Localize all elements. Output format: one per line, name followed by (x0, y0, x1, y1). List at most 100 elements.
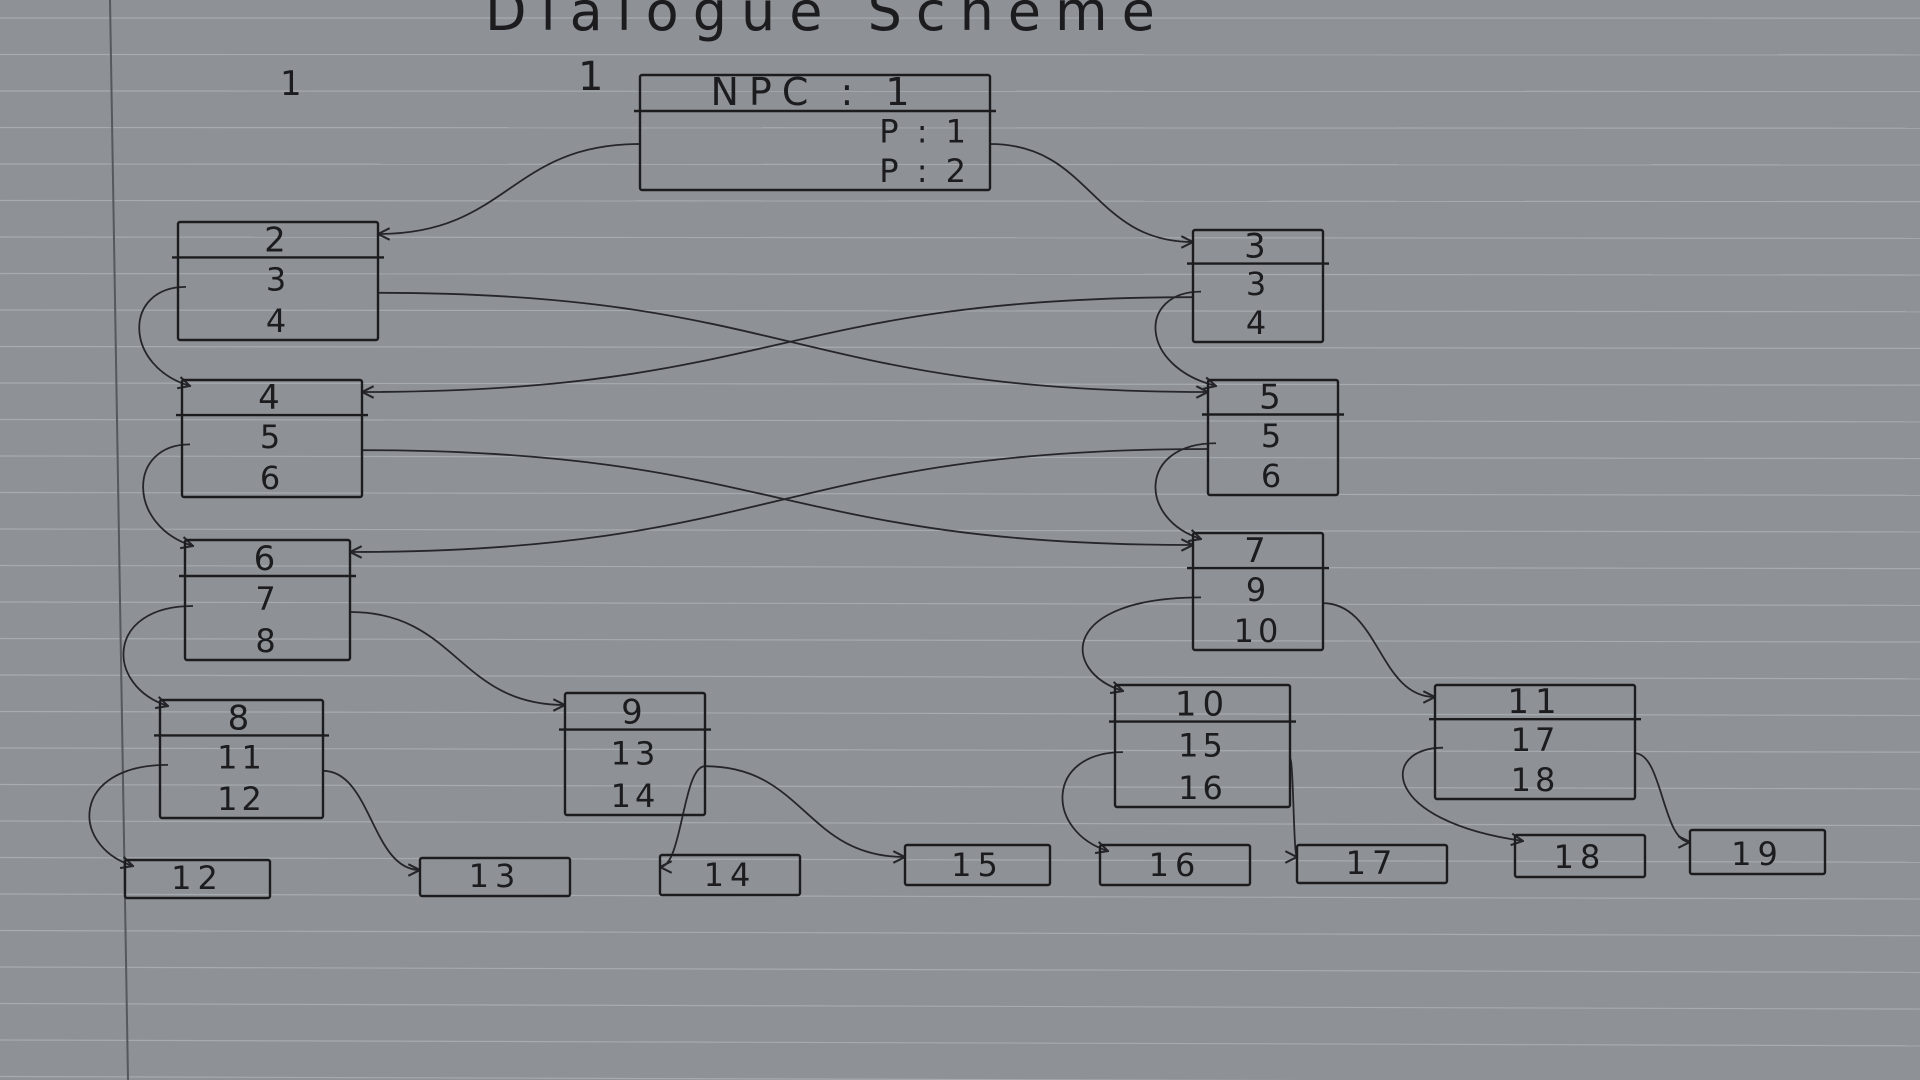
node-box (563, 691, 707, 817)
edge-arrow (989, 143, 1193, 242)
edge-arrow (1401, 746, 1523, 841)
margin-line (109, 0, 129, 1080)
node-option: 4 (266, 302, 290, 340)
node-box (158, 698, 325, 820)
edge-arrow (378, 143, 641, 234)
ruled-lines (0, 17, 1920, 1080)
node-box (1513, 833, 1647, 879)
node-header: 11 (1507, 682, 1562, 722)
dialogue-node: 334 (1187, 227, 1329, 344)
node-header: 2 (264, 220, 292, 260)
dialogue-node: 556 (1202, 378, 1344, 497)
node-option: 5 (1261, 417, 1285, 455)
dialogue-node: 234 (172, 220, 384, 342)
dialogue-nodes: NPC : 1P : 1P : 223433445655667879108111… (123, 70, 1827, 900)
node-header: 8 (228, 698, 256, 738)
edge-arrow (138, 286, 190, 386)
edge-arrow (1154, 290, 1216, 386)
dialogue-node: 678 (179, 538, 356, 662)
node-header: 9 (621, 693, 649, 733)
margin-mark-left: 1 (280, 64, 302, 104)
node-option: 5 (260, 418, 284, 456)
node-header: 10 (1175, 685, 1230, 725)
node-box (1191, 228, 1325, 344)
node-header: 12 (171, 859, 224, 897)
edge-arrow (377, 291, 1208, 392)
edge-arrow (362, 296, 1194, 392)
node-header: 19 (1731, 835, 1784, 873)
leaf-node: 19 (1688, 828, 1827, 876)
edge-arrow (1634, 752, 1690, 842)
edge-arrow (1061, 751, 1124, 851)
node-box (123, 858, 272, 900)
edge-arrow (1154, 442, 1217, 539)
edge-arrow (660, 765, 706, 867)
connector-edges (88, 143, 1690, 870)
node-option: 18 (1511, 761, 1560, 799)
node-header: 15 (951, 846, 1004, 884)
dialogue-node: NPC : 1P : 1P : 2 (634, 70, 996, 192)
node-header: 16 (1149, 846, 1202, 884)
node-option: 4 (1246, 304, 1270, 342)
node-box (1113, 683, 1292, 809)
node-header: 6 (254, 539, 282, 579)
leaf-node: 13 (418, 856, 572, 898)
edge-arrow (350, 448, 1209, 552)
node-box (180, 378, 364, 499)
edge-arrow (322, 769, 420, 870)
margin-mark-root: 1 (578, 54, 603, 100)
leaf-node: 18 (1513, 833, 1647, 879)
leaf-node: 16 (1098, 843, 1252, 887)
node-option: 10 (1234, 612, 1283, 650)
node-option: 9 (1246, 571, 1270, 609)
node-header: 14 (704, 856, 757, 894)
page-title: Dialogue Scheme (485, 0, 1169, 43)
node-box (183, 538, 352, 662)
node-option: 17 (1511, 721, 1560, 759)
node-option: 13 (611, 734, 660, 772)
node-option: 3 (266, 261, 290, 299)
node-header: 7 (1244, 531, 1272, 571)
edge-arrow (361, 449, 1193, 545)
leaf-node: 14 (658, 853, 802, 897)
dialogue-node: 913 14 (559, 691, 711, 817)
node-box (638, 73, 992, 192)
node-box (1206, 378, 1340, 497)
node-box (1098, 843, 1252, 887)
node-option: 15 (1178, 726, 1227, 764)
node-option: 14 (611, 777, 660, 815)
edge-arrow (88, 764, 169, 866)
node-box (903, 843, 1052, 887)
edge-arrow (349, 611, 565, 705)
edge-arrow (1081, 596, 1202, 691)
node-box (1688, 828, 1827, 876)
edge-arrow (142, 443, 193, 546)
node-box (1433, 683, 1637, 801)
leaf-node: 12 (123, 858, 272, 900)
edge-arrow (1322, 602, 1435, 697)
node-header: 17 (1346, 844, 1399, 882)
edge-arrow (122, 605, 194, 706)
node-option: P : 1 (879, 113, 970, 151)
leaf-node: 17 (1295, 843, 1449, 885)
leaf-node: 15 (903, 843, 1052, 887)
node-header: 3 (1244, 227, 1272, 267)
node-box (176, 220, 380, 342)
node-box (418, 856, 572, 898)
node-box (1295, 843, 1449, 885)
node-option: 16 (1178, 769, 1227, 807)
node-option: P : 2 (879, 152, 970, 190)
node-option: 6 (260, 459, 284, 497)
node-option: 8 (255, 622, 279, 660)
node-option: 3 (1246, 265, 1270, 303)
node-header: 13 (469, 857, 522, 895)
node-option: 12 (217, 780, 266, 818)
node-box (1191, 531, 1325, 652)
node-header: 4 (258, 378, 286, 418)
node-box (658, 853, 802, 897)
